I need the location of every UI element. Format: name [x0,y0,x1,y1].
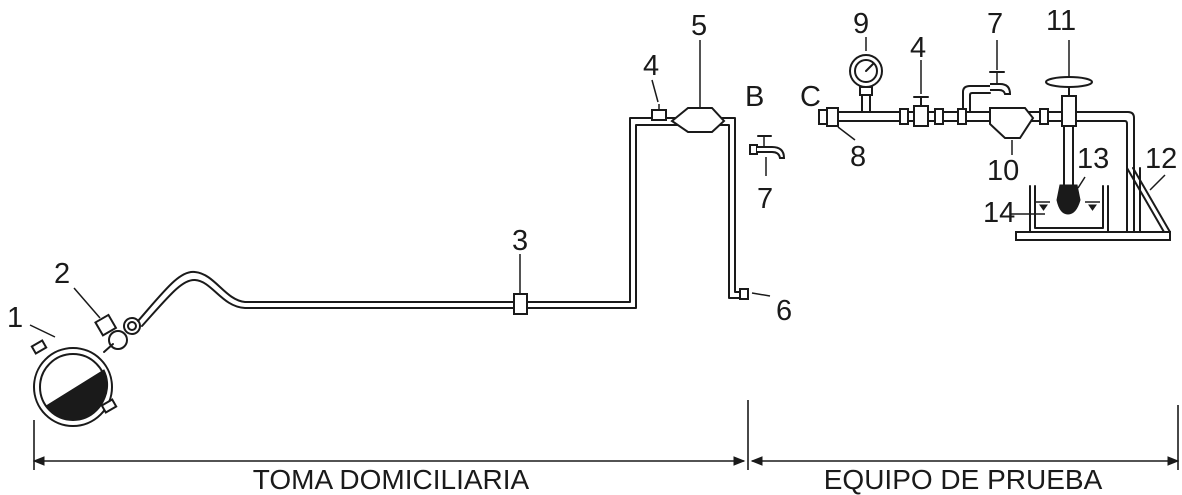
label-7-left: 7 [757,183,773,215]
pipe-cap-6 [739,288,749,300]
test-main-pipe-inner [837,120,1128,235]
label-5: 5 [691,10,707,42]
gate-valve-11 [1045,40,1093,127]
label-11: 11 [1046,5,1076,37]
label-10: 10 [987,155,1019,187]
coupling [1039,108,1049,125]
label-7-right: 7 [987,8,1003,40]
valve-4-right [913,60,929,127]
section-label-equipo-de-prueba: EQUIPO DE PRUEBA [824,464,1103,495]
coupling [899,108,909,125]
support-12 [1126,167,1171,233]
water-main-pipe [30,339,118,427]
test-main-pipe [837,111,1135,235]
coupling [957,108,967,125]
label-6: 6 [776,295,792,327]
riser-13 [1056,125,1086,215]
label-14: 14 [983,197,1015,229]
valve-4-left [651,104,667,121]
leader-lines-left [29,40,771,338]
label-point-b: B [745,81,764,113]
faucet-7-right [962,40,1012,113]
pressure-gauge-9 [849,37,883,113]
label-4-left: 4 [643,50,659,82]
label-1: 1 [7,302,23,334]
inlet-coupling-8 [818,107,839,127]
label-point-c: C [800,81,821,113]
fitting-3 [513,287,528,315]
label-9: 9 [853,8,869,40]
label-13: 13 [1077,143,1109,175]
label-3: 3 [512,225,528,257]
faucet-7-left [749,135,786,159]
corporation-valve [94,313,141,353]
section-label-toma-domiciliaria: TOMA DOMICILIARIA [253,464,530,495]
label-12: 12 [1145,143,1177,175]
label-4-right: 4 [910,32,926,64]
filter-10 [989,107,1035,155]
section-dimension [32,400,1180,470]
label-8: 8 [850,141,866,173]
label-2: 2 [54,258,70,290]
water-meter-5 [670,70,726,133]
base-plate [1015,231,1171,241]
leader-line-8 [837,126,856,141]
service-line [137,117,749,322]
coupling [934,108,944,125]
service-line-inner [141,124,749,327]
